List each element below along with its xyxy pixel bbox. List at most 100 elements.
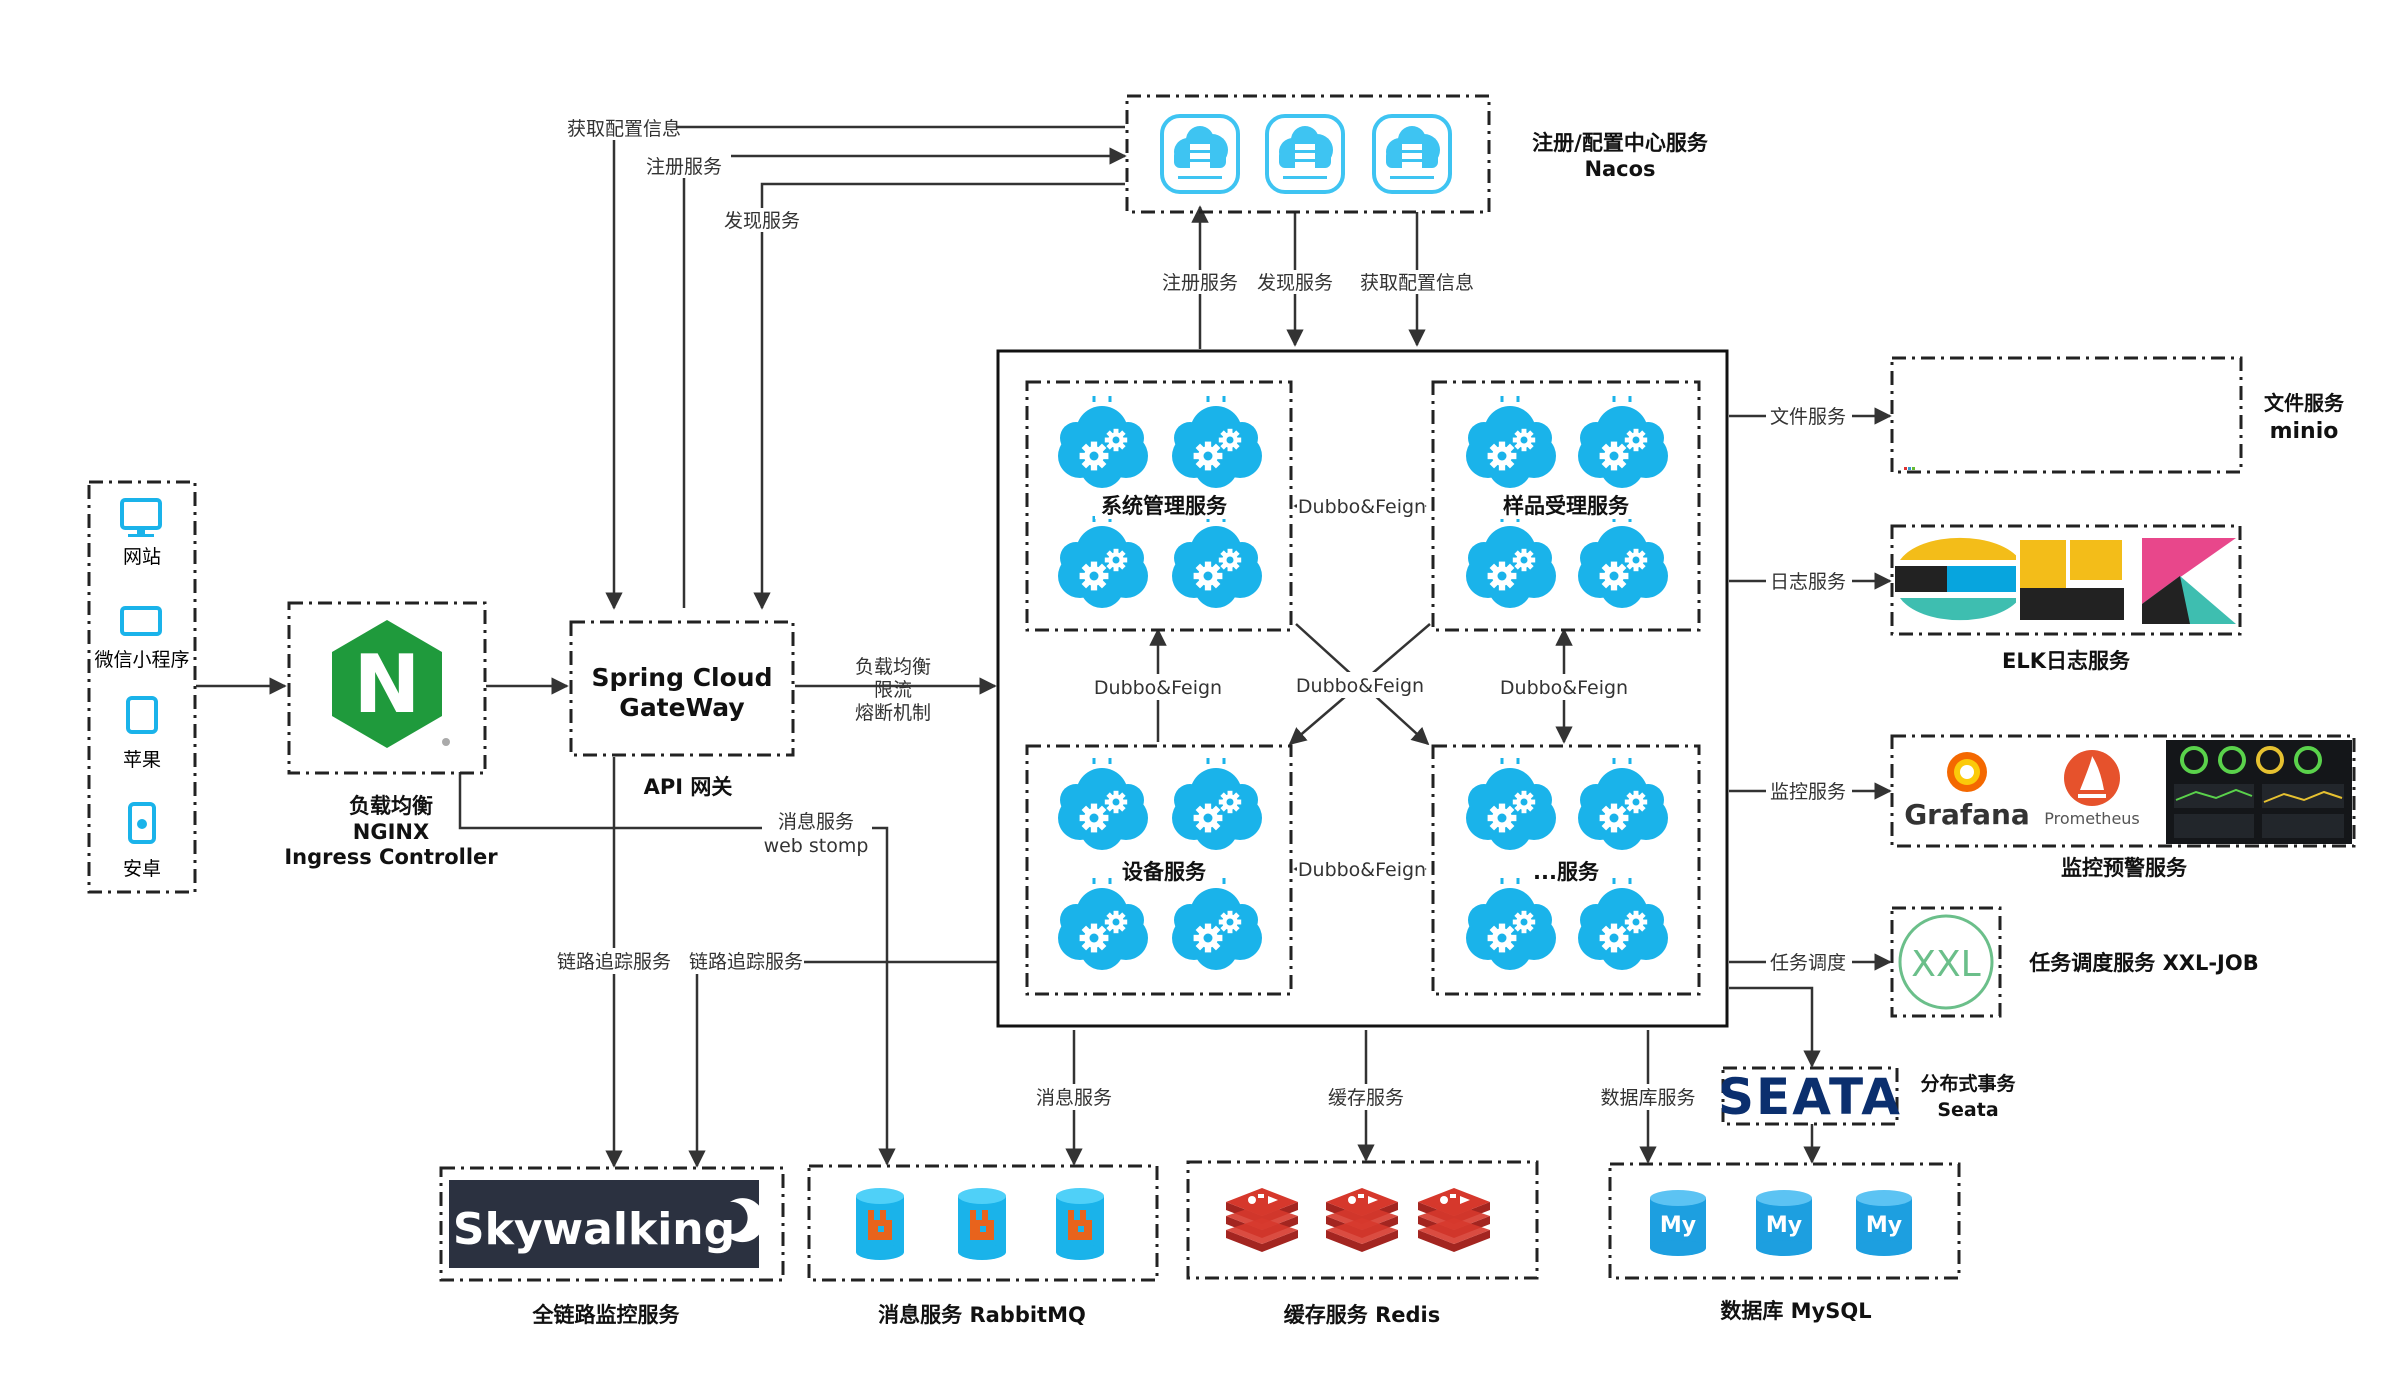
connector-lines: [196, 125, 1892, 1168]
minio-color-strip: [1904, 467, 1915, 470]
nacos-server-icon: [1372, 114, 1452, 194]
seata-logo: SEATA: [1718, 1068, 1902, 1126]
tablet-landscape-icon: [120, 606, 162, 636]
microservice-cloud-icon: [1058, 758, 1148, 850]
right-edge-labels: 文件服务 日志服务 监控服务 任务调度: [1766, 403, 1852, 975]
skywalking-logo-bg: [449, 1180, 759, 1268]
skywalking-logo: Skywalking: [453, 1204, 735, 1255]
nacos-edge-labels: 获取配置信息 注册服务 发现服务 注册服务 发现服务 获取配置信息: [566, 116, 1474, 294]
rabbitmq-cylinder-icon: [958, 1188, 1006, 1260]
prometheus-logo-icon: Prometheus: [2044, 750, 2140, 828]
skywalking-caption: 全链路监控服务: [532, 1303, 681, 1327]
microservice-cloud-icon: [1466, 396, 1556, 488]
xxl-node: XXL 任务调度服务 XXL-JOB: [1890, 906, 2259, 1018]
monitoring-caption: 监控预警服务: [2061, 856, 2188, 880]
edge-svc-register: 注册服务: [1162, 272, 1238, 294]
nginx-line3: Ingress Controller: [284, 845, 498, 869]
microservice-cloud-icon: [1578, 516, 1668, 608]
client-apple-label: 苹果: [123, 749, 161, 771]
logstash-logo-icon: [2016, 536, 2126, 624]
microservice-cloud-icon: [1578, 396, 1668, 488]
rabbitmq-node: 消息服务 RabbitMQ: [807, 1164, 1159, 1327]
nacos-node: 注册/配置中心服务 Nacos: [1125, 94, 1709, 214]
nginx-logo-icon: N: [332, 620, 450, 748]
kibana-logo-icon: [2142, 538, 2236, 624]
phone-icon: [128, 802, 156, 844]
monitoring-node: Grafana Prometheus 监控预警服务: [1890, 734, 2356, 880]
gateway-node: Spring Cloud GateWay API 网关: [569, 620, 795, 799]
mysql-cylinder-icon: My: [1650, 1190, 1706, 1256]
rabbitmq-caption: 消息服务 RabbitMQ: [878, 1303, 1086, 1327]
edge-trace-1: 链路追踪服务: [557, 951, 671, 973]
mysql-node: My My My 数据库 MySQL: [1608, 1162, 1961, 1323]
service-device-label: 设备服务: [1122, 860, 1207, 884]
microservice-cloud-icon: [1578, 758, 1668, 850]
edge-log: 日志服务: [1770, 571, 1846, 593]
xxl-logo: XXL: [1911, 944, 1980, 985]
rpc-top-label: Dubbo&Feign: [1298, 496, 1426, 518]
minio-line2: minio: [2270, 419, 2339, 444]
seata-line2: Seata: [1937, 1099, 1998, 1121]
rpc-left-label: Dubbo&Feign: [1094, 677, 1222, 699]
moon-icon: [724, 1198, 765, 1243]
redis-stack-icon: [1326, 1188, 1398, 1252]
rpc-right-label: Dubbo&Feign: [1500, 677, 1628, 699]
edge-register: 注册服务: [646, 156, 722, 178]
edge-msg-stomp-1: 消息服务: [778, 811, 854, 833]
services-container: 系统管理服务 样品受理服务 设备服务: [996, 349, 1729, 1028]
edge-circuit-breaker: 熔断机制: [855, 702, 931, 724]
seata-line1: 分布式事务: [1920, 1072, 2016, 1095]
minio-line1: 文件服务: [2264, 391, 2345, 415]
microservice-cloud-icon: [1578, 878, 1668, 970]
elk-caption: ELK日志服务: [2002, 649, 2131, 673]
edge-msg: 消息服务: [1036, 1087, 1112, 1109]
client-android-label: 安卓: [123, 858, 161, 880]
mysql-cylinder-icon: My: [1756, 1190, 1812, 1256]
edge-msg-stomp-2: web stomp: [764, 835, 869, 857]
elk-node: ELK日志服务: [1890, 524, 2242, 673]
edge-monitor: 监控服务: [1770, 781, 1846, 803]
mysql-caption: 数据库 MySQL: [1720, 1299, 1871, 1323]
edge-db: 数据库服务: [1600, 1087, 1695, 1109]
microservice-cloud-icon: [1058, 396, 1148, 488]
edge-discover: 发现服务: [724, 210, 800, 232]
gateway-edge-labels: 负载均衡 限流 熔断机制: [855, 656, 931, 724]
redis-node: 缓存服务 Redis: [1186, 1160, 1539, 1327]
nginx-node: N 负载均衡 NGINX Ingress Controller: [284, 601, 498, 869]
service-other-label: ...服务: [1533, 860, 1600, 884]
rabbitmq-cylinder-icon: [856, 1188, 904, 1260]
nacos-line2: Nacos: [1584, 157, 1655, 181]
service-sample-accept: 样品受理服务: [1431, 380, 1701, 632]
clients-group: 网站 微信小程序 苹果 安卓: [87, 480, 197, 894]
gateway-line2: GateWay: [619, 693, 744, 722]
rpc-center-label: Dubbo&Feign: [1296, 675, 1424, 697]
service-sample-accept-label: 样品受理服务: [1503, 494, 1630, 518]
grafana-dashboard-thumbnail: [2166, 740, 2352, 844]
gateway-line1: Spring Cloud: [592, 663, 773, 692]
svg-text:My: My: [1766, 1213, 1802, 1238]
client-website-label: 网站: [123, 546, 161, 568]
microservice-cloud-icon: [1466, 878, 1556, 970]
seata-node: SEATA 分布式事务 Seata: [1718, 1066, 2016, 1126]
microservice-cloud-icon: [1172, 396, 1262, 488]
service-system-mgmt: 系统管理服务: [1025, 380, 1293, 632]
svg-text:My: My: [1866, 1213, 1902, 1238]
nacos-server-icon: [1160, 114, 1240, 194]
rabbitmq-cylinder-icon: [1056, 1188, 1104, 1260]
grafana-logo-icon: Grafana: [1904, 752, 2030, 831]
xxl-caption: 任务调度服务 XXL-JOB: [2028, 951, 2258, 975]
monitor-icon: [120, 498, 162, 537]
skywalking-node: Skywalking 全链路监控服务: [439, 1166, 785, 1327]
microservice-cloud-icon: [1172, 516, 1262, 608]
edge-trace-2: 链路追踪服务: [689, 951, 803, 973]
mysql-cylinder-icon: My: [1856, 1190, 1912, 1256]
prometheus-label: Prometheus: [2044, 809, 2140, 828]
edge-svc-fetch-config: 获取配置信息: [1360, 272, 1474, 294]
microservice-cloud-icon: [1058, 878, 1148, 970]
bottom-edge-labels: 链路追踪服务 链路追踪服务 消息服务 web stomp 消息服务 缓存服务 数…: [554, 811, 1702, 1110]
edge-task: 任务调度: [1770, 952, 1846, 974]
microservice-cloud-icon: [1058, 516, 1148, 608]
client-miniprogram-label: 微信小程序: [94, 649, 189, 671]
microservice-cloud-icon: [1466, 758, 1556, 850]
nginx-line2: NGINX: [353, 820, 429, 844]
